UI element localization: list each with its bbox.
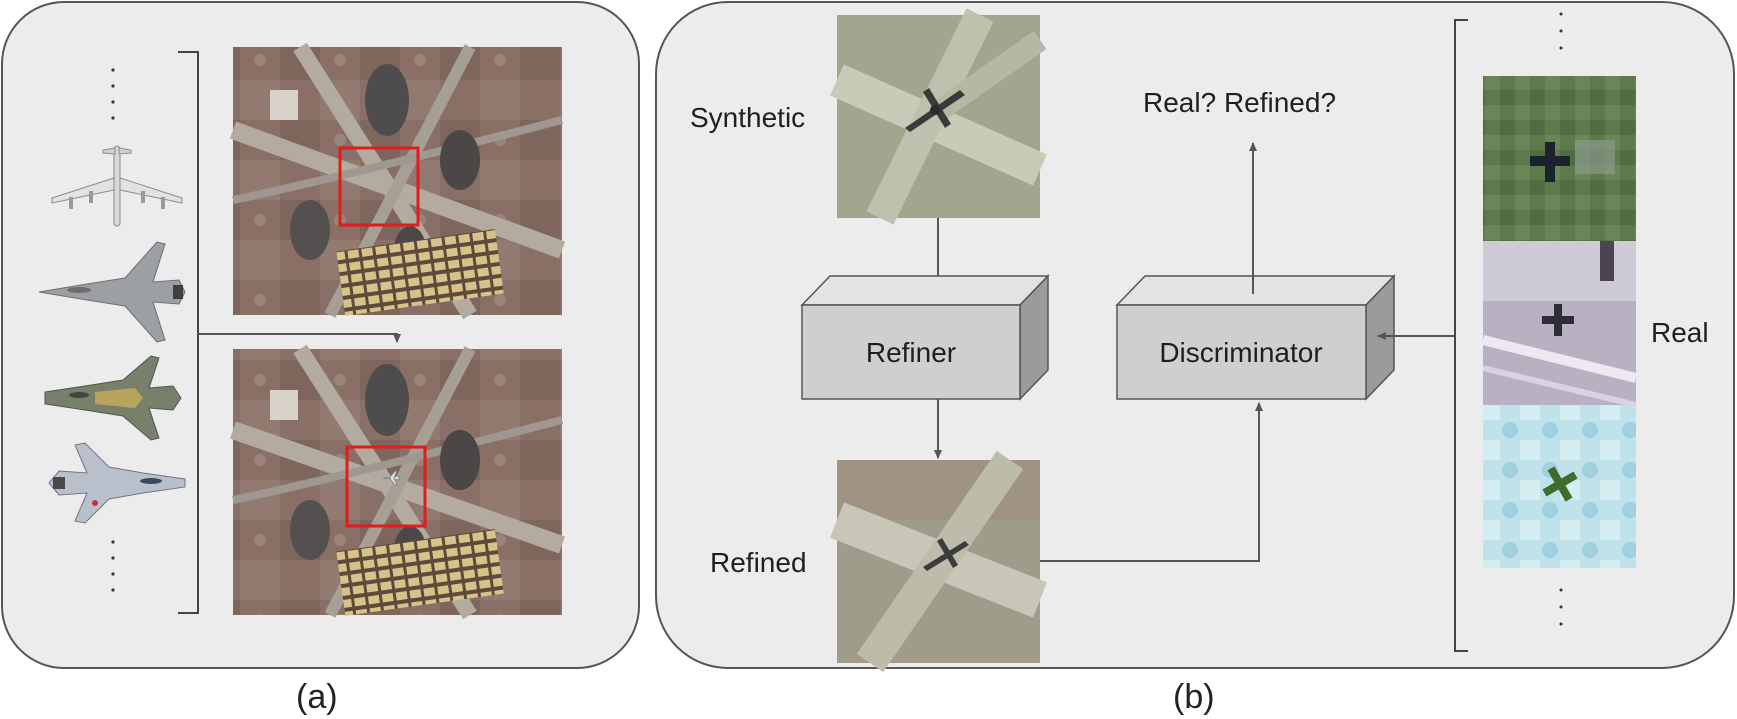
highlight-box-inserted (345, 445, 427, 528)
synthetic-label: Synthetic (690, 102, 805, 133)
refined-image (830, 450, 1047, 673)
satellite-image-original (229, 42, 566, 320)
aircraft-f22-icon (38, 241, 186, 343)
panel-a-caption: (a) (296, 678, 338, 716)
panel-b-caption: (b) (1173, 678, 1215, 716)
aircraft-column (38, 68, 186, 592)
panel-a (1, 1, 640, 669)
discriminator-label: Discriminator (1159, 337, 1322, 368)
satellite-image-inserted (230, 344, 565, 620)
real-image-1 (1483, 76, 1636, 241)
real-bracket (1454, 19, 1468, 652)
vertical-ellipsis-icon (111, 68, 115, 120)
refiner-label: Refiner (866, 337, 956, 368)
aircraft-bracket (178, 51, 199, 614)
refiner-box: Refiner (800, 274, 1050, 401)
question-label: Real? Refined? (1143, 87, 1336, 118)
real-image-3 (1483, 405, 1636, 568)
aircraft-b52-icon (51, 145, 183, 227)
aircraft-su-icon (48, 442, 186, 524)
inserted-aircraft-icon (382, 470, 400, 486)
vertical-ellipsis-icon (111, 540, 115, 592)
synthetic-image (830, 8, 1047, 225)
refined-to-discriminator-arrow (1040, 402, 1263, 562)
real-image-2 (1481, 241, 1638, 408)
real-label: Real (1651, 317, 1709, 348)
vertical-ellipsis-icon (1559, 12, 1563, 50)
aircraft-mig29-icon (44, 355, 182, 441)
panel-b: Synthetic Refiner Refined (655, 1, 1735, 673)
insertion-arrow (198, 333, 401, 343)
discriminator-box: Discriminator (1115, 274, 1396, 401)
refined-label: Refined (710, 547, 807, 578)
vertical-ellipsis-icon (1559, 588, 1563, 626)
highlight-box-original (338, 146, 420, 227)
